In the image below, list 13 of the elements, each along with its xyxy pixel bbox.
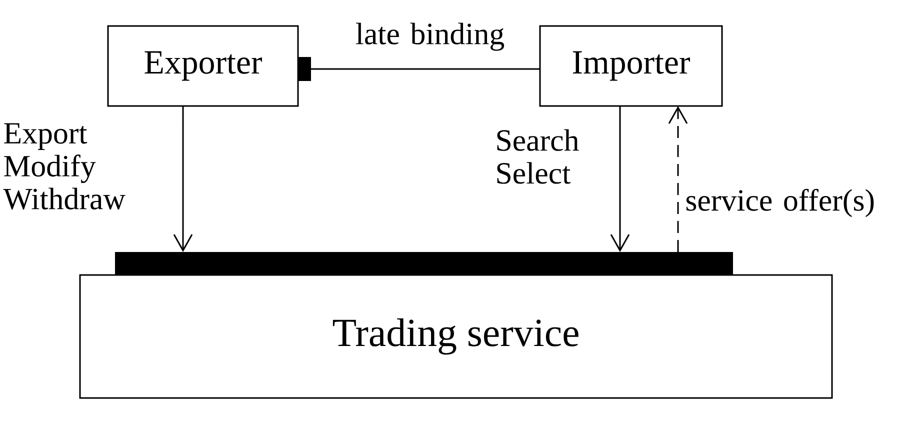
component-box: Exporter	[107, 25, 299, 107]
edge-label: Export Modify Withdraw	[3, 123, 126, 210]
connector-line	[311, 68, 540, 70]
arrow	[610, 106, 630, 252]
service-box: Trading service	[79, 274, 833, 399]
interface-bar	[115, 252, 733, 275]
edge-label: Search Select	[497, 129, 579, 184]
component-box: Importer	[539, 25, 723, 107]
dashed-arrow	[668, 106, 688, 252]
edge-label: late binding	[356, 22, 504, 51]
arrow	[173, 106, 193, 252]
edge-label: service offer(s)	[686, 188, 874, 218]
interface-tab	[298, 57, 311, 81]
